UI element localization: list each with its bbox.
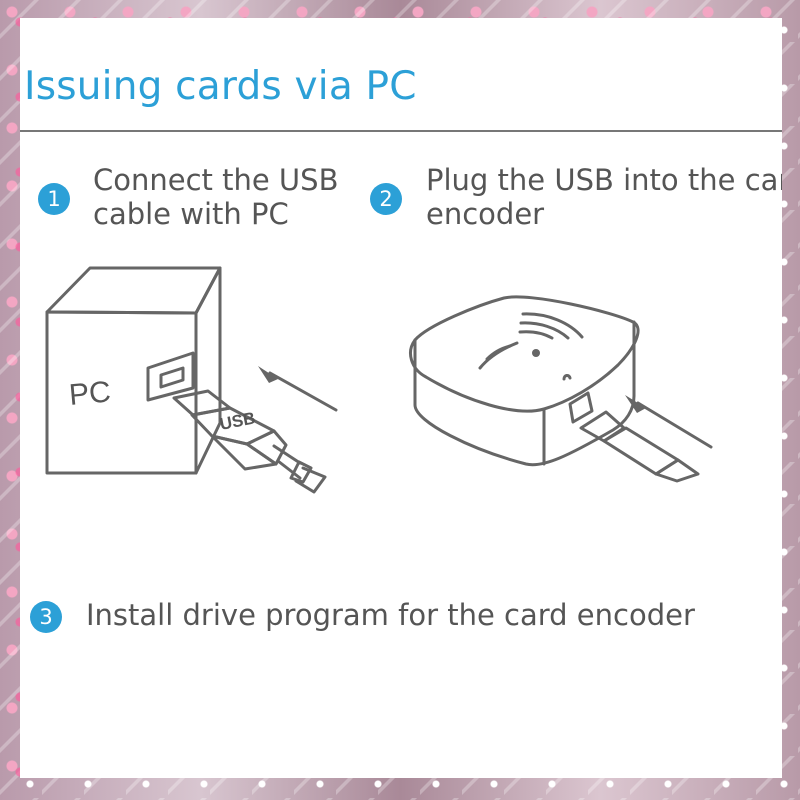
step-2-text: Plug the USB into the card encoder bbox=[426, 163, 782, 231]
usb-plug-tip bbox=[172, 389, 232, 417]
encoder-top-face bbox=[409, 295, 640, 413]
step-2-badge-icon: 2 bbox=[370, 183, 402, 215]
pc-label: PC bbox=[68, 375, 112, 412]
step-3-line-1: Install drive program for the card encod… bbox=[86, 598, 695, 632]
arrow-head-1-icon bbox=[258, 366, 278, 383]
step-1-badge-icon: 1 bbox=[38, 183, 70, 215]
usb-plug-side bbox=[245, 429, 288, 466]
instruction-panel: Issuing cards via PC 1 Connect the USB c… bbox=[20, 18, 782, 778]
encoder-indicator-icon bbox=[562, 374, 572, 381]
step-2-number: 2 bbox=[379, 187, 393, 211]
wireless-wave-4-icon bbox=[519, 321, 570, 340]
encoder-usb-port bbox=[568, 391, 594, 424]
wireless-wave-2-icon bbox=[478, 341, 519, 370]
wireless-wave-3-icon bbox=[518, 330, 554, 340]
wireless-wave-5-icon bbox=[521, 312, 584, 339]
pc-usb-illustration: PC USB bbox=[40, 248, 340, 498]
usb-plug-bottom bbox=[210, 434, 278, 471]
pc-usb-svg: PC USB bbox=[45, 266, 338, 494]
step-1-line-1: Connect the USB bbox=[93, 163, 339, 197]
step-1-text: Connect the USB cable with PC bbox=[93, 163, 338, 231]
pc-usb-port bbox=[146, 351, 195, 402]
step-3-badge-icon: 3 bbox=[30, 601, 62, 633]
pc-top-face bbox=[45, 266, 222, 315]
encoder-usb-cable-end bbox=[654, 458, 700, 483]
arrow-line-2-icon bbox=[636, 401, 713, 449]
step-2-line-2: encoder bbox=[426, 197, 545, 231]
usb-cable-ring bbox=[289, 460, 313, 484]
step-1-number: 1 bbox=[47, 187, 61, 211]
card-encoder-svg bbox=[409, 295, 713, 483]
usb-cable-end bbox=[294, 466, 327, 494]
arrow-head-2-icon bbox=[625, 395, 646, 413]
card-encoder-illustration bbox=[398, 280, 728, 500]
step-3-text: Install drive program for the card encod… bbox=[86, 598, 695, 632]
page-title: Issuing cards via PC bbox=[24, 64, 417, 109]
pc-usb-port-slot bbox=[159, 366, 185, 389]
title-divider bbox=[20, 130, 782, 132]
arrow-line-1-icon bbox=[268, 371, 338, 412]
usb-cable-bottom bbox=[276, 459, 302, 480]
step-3-number: 3 bbox=[39, 605, 53, 629]
usb-label: USB bbox=[218, 408, 257, 434]
wireless-center-icon bbox=[532, 349, 540, 357]
step-1-line-2: cable with PC bbox=[93, 197, 289, 231]
step-2-line-1: Plug the USB into the card bbox=[426, 163, 782, 197]
encoder-body-outline bbox=[413, 320, 636, 467]
usb-cable-top bbox=[272, 444, 302, 465]
